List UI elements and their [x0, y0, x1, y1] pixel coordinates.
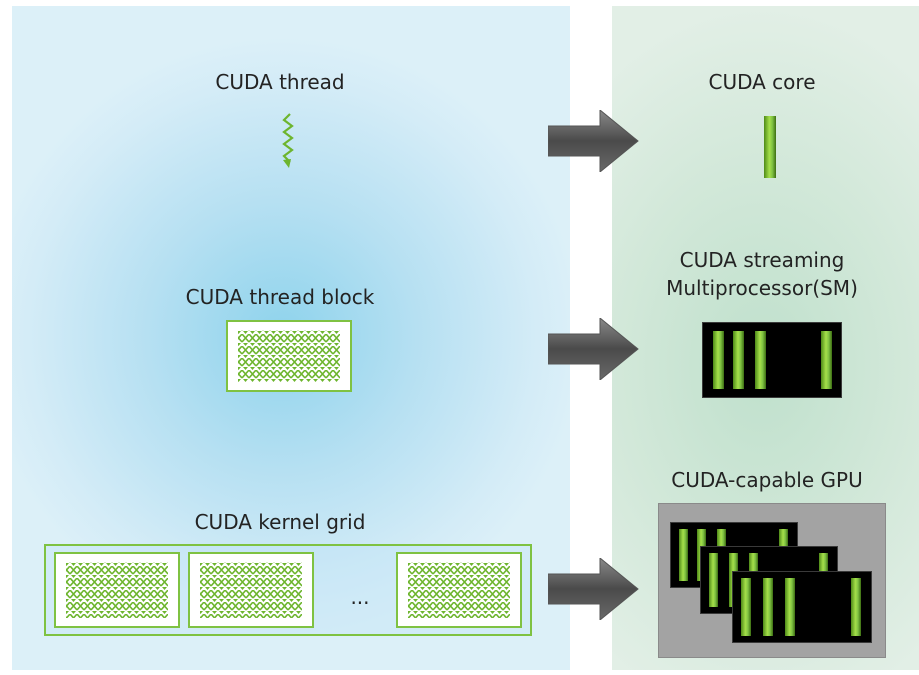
cuda-thread-label: CUDA thread [215, 70, 345, 94]
sm-core-bar [709, 553, 718, 607]
sm-core-bar [763, 578, 773, 636]
arrow-thread-to-core-icon [548, 110, 639, 172]
grid-block-threads-icon [408, 562, 510, 618]
thread-squiggle-icon [282, 113, 294, 168]
sm-core-bar [851, 578, 861, 636]
grid-ellipsis: ... [350, 585, 370, 609]
sm-icon [702, 322, 842, 398]
thread-block [226, 320, 352, 392]
sm-core-bar [741, 578, 751, 636]
grid-block-1 [54, 552, 180, 628]
sm-core-bar [755, 331, 766, 389]
cuda-sm-label-line1: CUDA streaming [679, 248, 845, 272]
cuda-kernel-grid-label: CUDA kernel grid [194, 510, 366, 534]
cuda-gpu-label: CUDA-capable GPU [671, 468, 863, 492]
grid-block-2 [188, 552, 314, 628]
grid-block-threads-icon [66, 562, 168, 618]
gpu-icon [658, 503, 886, 658]
gpu-sm-3 [732, 571, 872, 643]
sm-core-bar [713, 331, 724, 389]
sm-core-bar [679, 529, 688, 581]
cuda-sm-label-line2: Multiprocessor(SM) [666, 276, 858, 300]
grid-block-3 [396, 552, 522, 628]
arrow-grid-to-gpu-icon [548, 558, 639, 620]
cuda-thread-block-label: CUDA thread block [185, 285, 375, 309]
sm-core-bar [821, 331, 832, 389]
cuda-core-icon [764, 116, 776, 178]
grid-block-threads-icon [200, 562, 302, 618]
cuda-core-label: CUDA core [708, 70, 816, 94]
sm-core-bar [733, 331, 744, 389]
thread-block-threads-icon [238, 330, 340, 382]
sm-core-bar [785, 578, 795, 636]
arrow-block-to-sm-icon [548, 318, 639, 380]
